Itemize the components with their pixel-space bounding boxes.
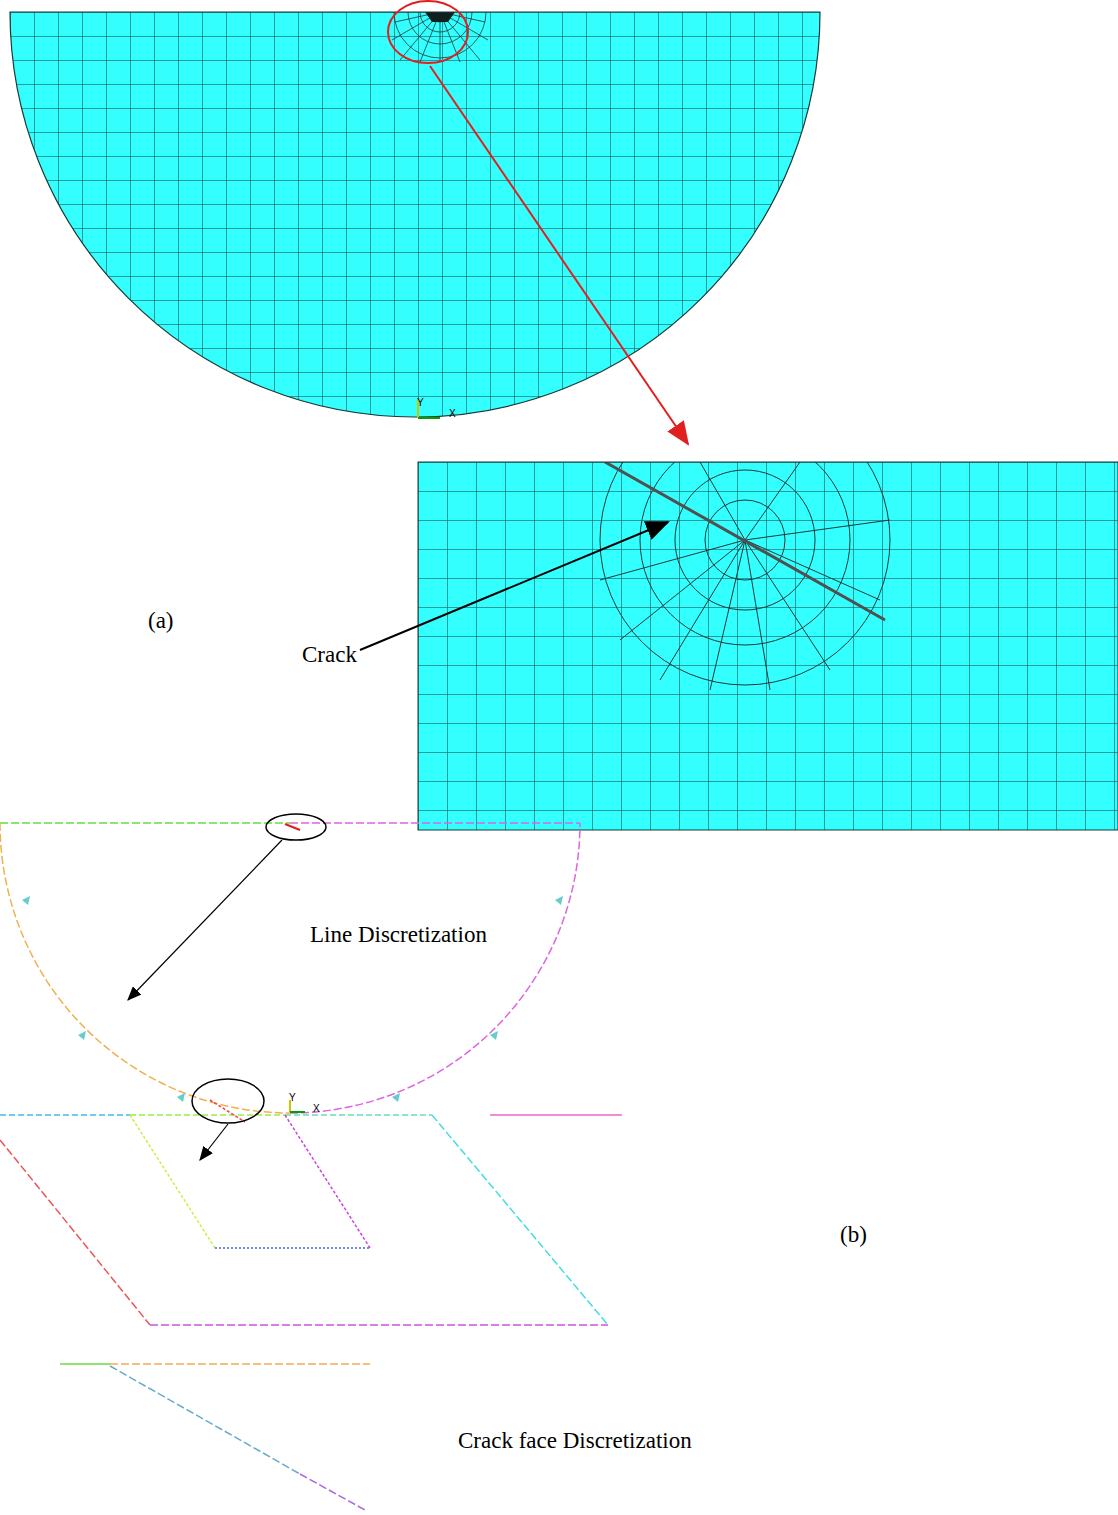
axis-label: X bbox=[449, 408, 456, 419]
panel-label: (b) bbox=[840, 1222, 867, 1247]
panel-label: (a) bbox=[148, 608, 174, 633]
axis-label: X bbox=[313, 1103, 320, 1114]
callout-label: Crack bbox=[302, 642, 357, 667]
axis-label: Y bbox=[289, 1092, 296, 1103]
view-title: Line Discretization bbox=[310, 922, 487, 947]
axis-label: Y bbox=[417, 397, 424, 408]
view-title: Crack face Discretization bbox=[458, 1428, 692, 1453]
